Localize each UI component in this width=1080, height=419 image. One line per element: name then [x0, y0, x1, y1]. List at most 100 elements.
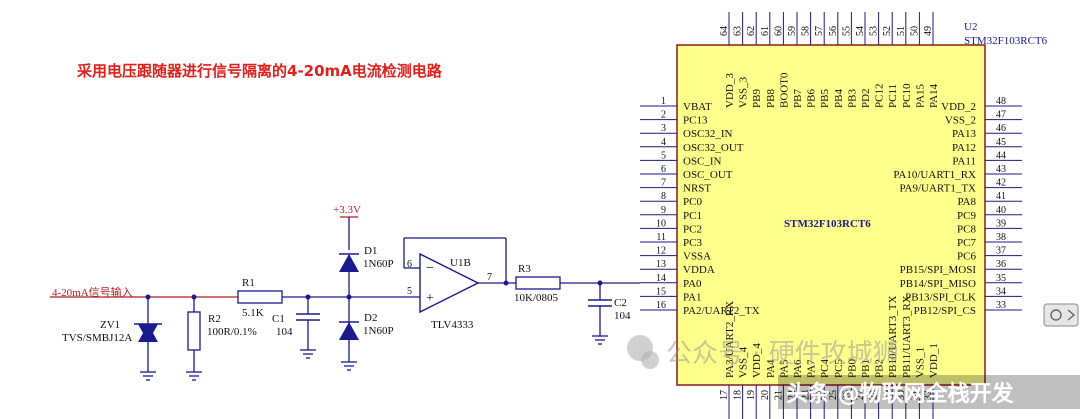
pin-name: PA15: [914, 83, 926, 108]
pin-name: PC7: [957, 237, 976, 249]
power-label: +3.3V: [333, 204, 361, 216]
r1-ref: R1: [242, 277, 255, 289]
watermark-wechat: 公众号 · 硬件攻城狮: [627, 335, 899, 369]
pin-name: PC4: [819, 359, 831, 378]
resistor-r1: R1 5.1K: [237, 277, 420, 319]
u1b-pin7: 7: [487, 272, 492, 283]
pin-number: 1: [661, 96, 666, 107]
mcu-pin-31: 31 VSS_1: [909, 347, 926, 419]
d1-value: 1N60P: [363, 258, 394, 270]
pin-number: 16: [656, 300, 666, 311]
svg-text:+: +: [426, 291, 434, 306]
pin-name: OSC_OUT: [683, 169, 733, 181]
pin-number: 2: [661, 110, 666, 121]
r2-ref: R2: [208, 313, 221, 325]
resistor-r3: R3 10K/0805: [514, 263, 640, 304]
opamp-u1b: − + U1B TLV4333 6 5 7: [403, 237, 516, 331]
pin-name: PA2/UART2_TX: [683, 305, 760, 317]
pin-number: 11: [656, 232, 666, 243]
pin-number: 54: [855, 26, 866, 36]
mcu-part: STM32F103RCT6: [964, 35, 1048, 47]
lock-icon[interactable]: [1043, 303, 1079, 327]
pin-name: VSS_2: [945, 115, 976, 127]
mcu-ref: U2: [964, 21, 977, 33]
diagram-title: 采用电压跟随器进行信号隔离的4-20mA电流检测电路: [76, 62, 443, 80]
pin-name: OSC32_IN: [683, 128, 733, 140]
r3-ref: R3: [518, 263, 531, 275]
watermark-toutiao: 头条 @物联网全栈开发: [778, 375, 1080, 409]
capacitor-c2: C2 104: [588, 280, 631, 345]
pin-name: VSS_4: [738, 346, 750, 378]
r2-value: 100R/0.1%: [207, 326, 257, 338]
mcu-pin-3: 3 OSC32_IN: [640, 123, 733, 140]
pin-name: PA8: [957, 196, 976, 208]
pin-name: PC6: [957, 251, 976, 263]
pin-number: 6: [661, 164, 666, 175]
ground-r2: [186, 371, 202, 381]
pin-name: VSS_3: [738, 76, 750, 108]
pin-number: 10: [656, 218, 666, 229]
pin-number: 12: [656, 246, 666, 257]
pin-number: 40: [996, 205, 1006, 216]
pin-number: 21: [773, 390, 784, 400]
pin-name: PA1: [683, 291, 702, 303]
pin-name: PB13/SPI_CLK: [905, 291, 976, 303]
pin-name: PB5: [819, 89, 831, 108]
mcu-top-pins: 64VDD_363VSS_362PB961PB860BOOT059PB758PB…: [719, 12, 940, 108]
pin-number: 44: [996, 150, 1006, 161]
pin-number: 38: [996, 232, 1006, 243]
pin-number: 59: [787, 26, 798, 36]
diode-d1: D1 1N60P: [339, 245, 394, 297]
pin-number: 31: [909, 390, 920, 400]
pin-name: PB4: [833, 89, 845, 108]
pin-name: VDDA: [683, 264, 715, 276]
pin-number: 41: [996, 191, 1006, 202]
pin-number: 4: [661, 137, 666, 148]
u1b-value: TLV4333: [431, 319, 474, 331]
pin-number: 20: [760, 390, 771, 400]
pin-number: 7: [661, 178, 666, 189]
pin-number: 43: [996, 164, 1006, 175]
pin-name: PC8: [957, 223, 976, 235]
pin-name: PB7: [792, 89, 804, 108]
u1b-ref: U1B: [450, 257, 471, 269]
pin-number: 46: [996, 123, 1006, 134]
pin-number: 60: [773, 26, 784, 36]
mcu-body: [676, 44, 986, 386]
pin-name: PA9/UART1_TX: [899, 183, 976, 195]
svg-text:−: −: [426, 261, 434, 276]
pin-number: 3: [661, 123, 666, 134]
pin-name: PB12/SPI_CS: [914, 305, 976, 317]
pin-name: VSS_1: [914, 347, 926, 378]
pin-number: 55: [841, 26, 852, 36]
capacitor-c1: C1 104: [272, 294, 320, 359]
